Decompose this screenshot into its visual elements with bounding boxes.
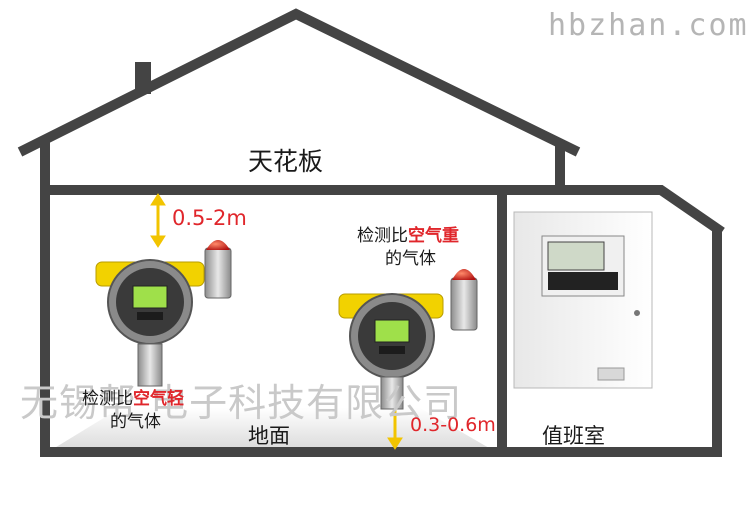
duty-room-label: 值班室 [542,424,605,448]
floor-shadow [48,408,496,452]
gas-detector-high [95,240,232,387]
roof [17,8,725,237]
heavy-gas-prefix: 检测比 [357,226,408,246]
heavy-gas-suffix: 的气体 [385,249,436,269]
light-gas-highlight: 空气轻 [133,389,184,409]
ceiling-height-label: 0.5-2m [172,206,247,230]
floor-distance-arrow [387,410,403,450]
control-panel [513,211,653,389]
floor-label: 地面 [248,424,290,448]
chimney [135,62,151,94]
light-gas-label-line1: 检测比空气轻 [82,384,184,409]
light-gas-suffix: 的气体 [110,412,161,432]
heavy-gas-label-line1: 检测比空气重 [357,221,459,246]
watermark-site: hbzhan.com [548,8,749,43]
heavy-gas-highlight: 空气重 [408,226,459,246]
gas-detector-low [338,269,478,410]
watermark-company: 无锡帮 电子科技有限公司 [20,381,463,425]
light-gas-prefix: 检测比 [82,389,133,409]
ceiling-distance-arrow [150,193,166,248]
ceiling-label: 天花板 [248,147,324,176]
walls [40,140,722,457]
floor-height-label: 0.3-0.6m [410,414,496,436]
